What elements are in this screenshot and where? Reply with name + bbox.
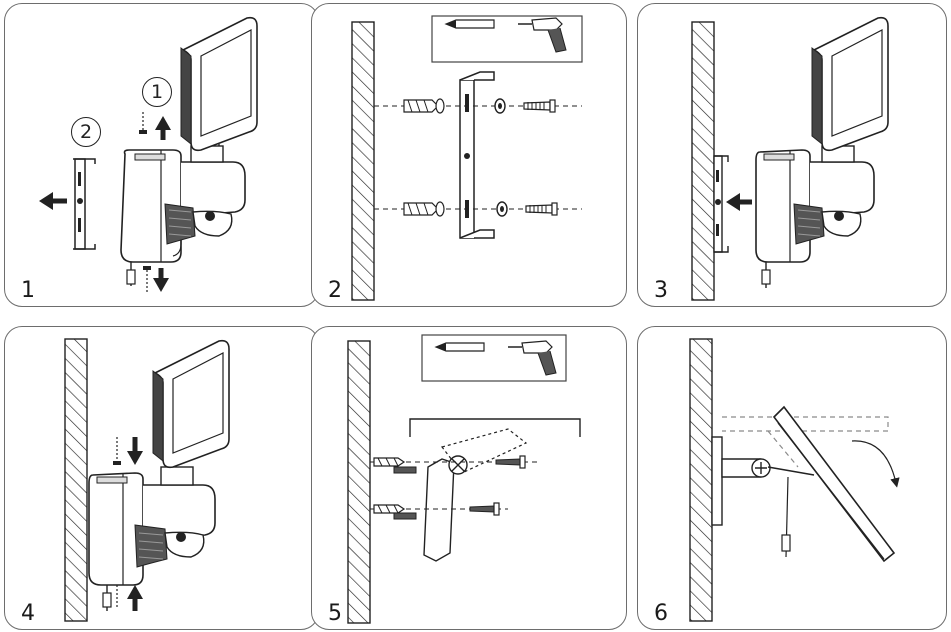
step-number: 5 xyxy=(328,601,342,626)
rotate-arrow-icon xyxy=(851,440,900,488)
pencil-icon xyxy=(434,342,485,352)
step-number: 2 xyxy=(328,278,342,303)
screw-icon xyxy=(393,455,526,520)
callout-1: 1 xyxy=(142,77,172,107)
step-6-panel: 6 xyxy=(637,326,947,630)
step-5-panel: 5 xyxy=(311,326,627,630)
step-1-panel: 1 2 1 xyxy=(4,3,319,307)
step-2-panel: 2 xyxy=(311,3,627,307)
wall-section xyxy=(64,338,88,622)
wall-plate xyxy=(711,436,723,526)
washer-icon xyxy=(494,98,508,217)
step-number: 6 xyxy=(654,601,668,626)
drill-icon xyxy=(518,17,567,53)
step-2-illustration xyxy=(351,15,583,301)
wall-section xyxy=(689,338,713,622)
push-arrow-icon xyxy=(726,193,752,211)
screw-icon xyxy=(523,99,558,216)
bracket-icon xyxy=(459,71,495,239)
light-fixture xyxy=(755,16,889,288)
wall-section xyxy=(351,21,375,301)
wall-section xyxy=(691,21,715,301)
pencil-icon xyxy=(444,19,495,29)
light-fixture xyxy=(120,16,258,286)
step-number: 1 xyxy=(21,278,35,303)
drill-icon xyxy=(508,340,557,376)
step-number: 4 xyxy=(21,601,35,626)
step-3-illustration xyxy=(691,16,889,301)
push-arrow-icon xyxy=(39,192,67,210)
step-number: 3 xyxy=(654,278,668,303)
bracket-icon xyxy=(713,155,729,253)
light-fixture xyxy=(88,339,230,611)
wall-anchor-icon xyxy=(403,98,445,217)
wall-section xyxy=(347,340,371,624)
wall-anchor-icon xyxy=(373,457,406,514)
step-5-illustration xyxy=(347,334,581,624)
step-6-illustration xyxy=(689,338,900,622)
bracket-icon xyxy=(73,158,96,250)
screw-icon xyxy=(139,112,171,294)
step-4-illustration xyxy=(64,338,230,622)
callout-2: 2 xyxy=(71,117,101,147)
step-4-panel: 4 xyxy=(4,326,319,630)
step-1-illustration xyxy=(39,16,258,294)
step-3-panel: 3 xyxy=(637,3,947,307)
